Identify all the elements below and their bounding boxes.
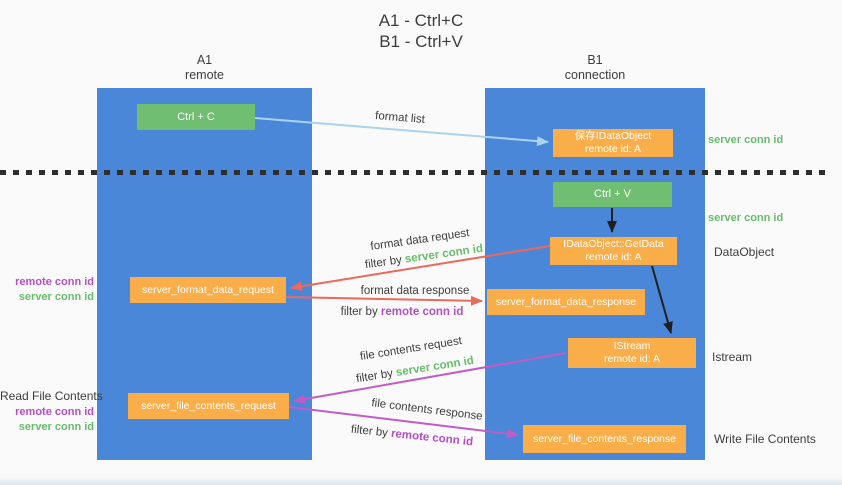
node-istream-subtitle: remote id: A xyxy=(603,353,661,365)
annotation-remote-conn-id-1: remote conn id xyxy=(15,276,94,288)
remote-conn-id-text: remote conn id xyxy=(390,427,474,449)
remote-conn-id-text: remote conn id xyxy=(380,306,464,318)
node-istream: IStream remote id: A xyxy=(568,338,696,368)
node-server-format-data-response-label: server_format_data_response xyxy=(495,295,637,308)
node-server-file-contents-response-label: server_file_contents_response xyxy=(532,432,676,445)
node-server-format-data-response: server_format_data_response xyxy=(487,289,645,315)
lane-header-b1: B1 connection xyxy=(485,53,705,83)
node-server-format-data-request-label: server_format_data_request xyxy=(142,283,274,296)
lane-a1-name: A1 xyxy=(196,53,213,67)
annotation-remote-conn-id-2: remote conn id xyxy=(15,406,94,418)
arrow-format-data-response xyxy=(285,295,483,306)
dotted-divider xyxy=(0,170,830,175)
node-ctrl-c: Ctrl + C xyxy=(137,104,255,130)
node-server-file-contents-response: server_file_contents_response xyxy=(523,425,686,453)
node-save-idataobject-subtitle: remote id: A xyxy=(584,143,642,155)
node-getdata-subtitle: remote id: A xyxy=(585,251,642,263)
server-conn-id-text: server conn id xyxy=(395,354,475,379)
annotation-server-conn-id-top: server conn id xyxy=(708,134,784,146)
arrow-label-filter-remote-conn-1: filter by remote conn id xyxy=(341,306,464,318)
annotation-server-conn-id-mid: server conn id xyxy=(708,212,784,224)
title-line-2: B1 - Ctrl+V xyxy=(379,32,463,51)
filter-by-text: filter by xyxy=(350,423,389,440)
arrow-label-format-data-response: format data response xyxy=(361,285,470,297)
filter-by-text: filter by xyxy=(355,367,394,386)
lane-header-a1: A1 remote xyxy=(97,53,312,83)
arrow-label-file-contents-response: file contents response xyxy=(371,397,484,423)
format-data-response-text: format data response xyxy=(360,285,470,297)
lane-a1-subtitle: remote xyxy=(185,68,224,82)
node-ctrl-v: Ctrl + V xyxy=(553,182,672,207)
lane-b1-name: B1 xyxy=(587,53,603,67)
arrow-label-filter-remote-conn-2: filter by remote conn id xyxy=(350,424,473,449)
annotation-server-conn-id-2: server conn id xyxy=(18,421,94,433)
annotation-data-object: DataObject xyxy=(714,245,775,259)
annotation-server-conn-id-1: server conn id xyxy=(18,291,94,303)
format-list-text: format list xyxy=(374,110,426,126)
filter-by-text: filter by xyxy=(364,254,403,272)
node-server-file-contents-request: server_file_contents_request xyxy=(128,393,289,419)
node-ctrl-c-label: Ctrl + C xyxy=(177,110,215,123)
node-ctrl-v-label: Ctrl + V xyxy=(594,188,631,200)
lane-b1-subtitle: connection xyxy=(564,68,626,82)
node-getdata-title: IDataObject::GetData xyxy=(563,238,664,250)
node-getdata: IDataObject::GetData remote id: A xyxy=(550,237,677,265)
node-server-file-contents-request-label: server_file_contents_request xyxy=(141,399,276,412)
node-save-idataobject-title: 保存IDataObject xyxy=(574,130,652,142)
filter-by-text: filter by xyxy=(340,306,378,318)
diagram-title: A1 - Ctrl+C B1 - Ctrl+V xyxy=(0,10,842,52)
node-istream-title: IStream xyxy=(613,340,651,352)
annotation-istream: Istream xyxy=(712,350,753,364)
annotation-write-file-contents: Write File Contents xyxy=(714,432,816,446)
title-line-1: A1 - Ctrl+C xyxy=(378,11,464,30)
node-server-format-data-request: server_format_data_request xyxy=(130,277,286,303)
annotation-read-file-contents: Read File Contents xyxy=(0,389,103,403)
arrow-label-format-list: format list xyxy=(375,110,426,126)
node-save-idataobject: 保存IDataObject remote id: A xyxy=(553,129,673,157)
file-contents-response-text: file contents response xyxy=(370,397,484,423)
